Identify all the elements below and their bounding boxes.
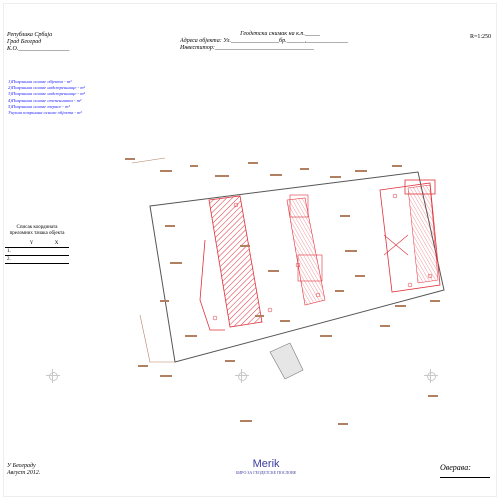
registration-cross-icon [424,369,438,383]
company-logo: Merik БИРО ЗА ГЕОДЕТСКЕ ПОСЛОВЕ [236,458,296,475]
legend-item: 2)Површина основе надстрешнице - m² [8,85,85,91]
diagonal-line [383,234,409,256]
issuer-city: Град Београд [7,39,42,45]
logo-subtitle: БИРО ЗА ГЕОДЕТСКЕ ПОСЛОВЕ [236,470,297,475]
parcel-edge [139,314,175,363]
footer-city: У Београду [7,463,36,469]
col-x-header: X [44,240,69,248]
col-y-header: Y [19,240,44,248]
footer-date: Август 2012. [7,470,41,476]
table-row: 1. [5,247,69,256]
legend-item: 5)Површина основе терасе - m² [8,103,70,109]
document-title: Геодетски снимак на к.п._____ [240,31,320,37]
building-edge [199,239,225,331]
neighbor-object [269,342,304,380]
legend-item: 1)Површина основе објекта - m² [8,79,72,84]
approval-label: Оверава: [440,463,471,472]
footer-place: У Београду Август 2012. [7,463,40,477]
structure-block [404,179,436,195]
scale-label: R=1:250 [470,34,492,40]
logo-text: Merik [252,458,280,470]
signature-line [440,477,490,478]
legend-item: 4)Површина основе степеништа - m² [8,97,82,103]
point-markers [212,193,433,321]
object-address: Адреса објекта: Ул.________________бр.__… [180,38,349,44]
legend-item: 3)Површина основе надстрешнице - m² [8,91,85,97]
header-issuer: Република Србија Град Београд К.О.______… [7,32,69,53]
coords-table-block: Списак координата преломних тачака објек… [5,225,69,264]
issuer-country: Република Србија [7,32,53,38]
issuer-ko: К.О._________________ [7,46,70,52]
structure-middle [286,197,326,306]
building-right-hatch [407,184,439,284]
registration-cross-icon [46,369,60,383]
building-right [379,182,441,293]
table-row: 2. [5,255,69,264]
coords-table: Y X 1. 2. [5,240,69,264]
structure-block [289,194,309,218]
measurement-points [125,158,440,425]
parcel-edge [131,157,166,164]
parcel-outline [149,171,445,363]
area-legend: 1)Површина основе објекта - m² 2)Површин… [8,79,85,116]
legend-item: Укупна површина основе објекта - m² [8,110,82,116]
investor: Инвеститор:_____________________________… [180,45,314,51]
building-main [208,195,263,328]
sheet-frame [3,3,497,497]
header-title-block: Геодетски снимак на к.п._____ Адреса обј… [170,31,390,52]
registration-cross-icon [235,369,249,383]
structure-block [297,254,323,282]
coords-table-title: Списак координата преломних тачака објек… [9,225,65,236]
